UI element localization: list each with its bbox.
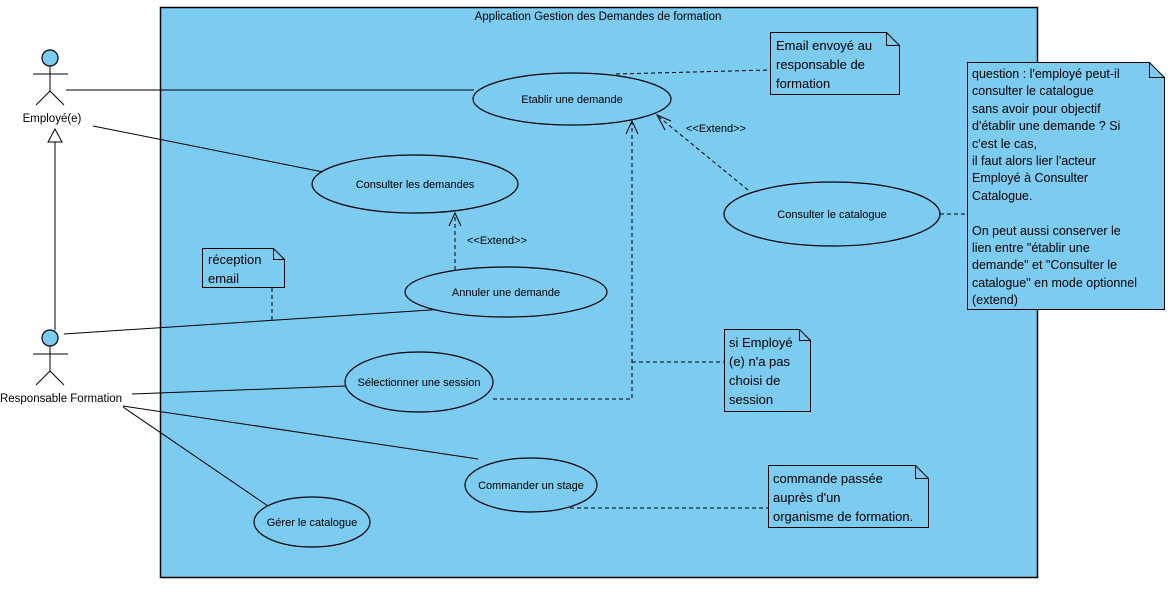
extend-label: <<Extend>> (686, 123, 746, 135)
use-case-consulter-catalogue[interactable]: Consulter le catalogue (723, 181, 941, 247)
actor-label: Responsable Formation (0, 393, 122, 405)
actor-leg-icon (49, 370, 65, 386)
use-case-label: Consulter les demandes (356, 179, 475, 191)
actor-leg-icon (35, 90, 51, 106)
use-case-label: Commander un stage (478, 480, 584, 492)
note-fold-icon (886, 32, 900, 46)
use-case-etablir-demande[interactable]: Etablir une demande (472, 72, 672, 126)
note-fold-icon (1149, 62, 1165, 78)
open-arrowhead-icon (655, 113, 672, 131)
use-case-commander-stage[interactable]: Commander un stage (464, 457, 598, 513)
extend-annuler-consulter-demandes[interactable] (448, 211, 462, 270)
extend-label: <<Extend>> (467, 235, 527, 247)
actor-employee[interactable]: Employé(e) (23, 49, 82, 125)
note-commande[interactable] (768, 465, 929, 528)
extend-catalogue-etablir[interactable] (655, 113, 749, 191)
note-connector-email[interactable] (615, 69, 771, 75)
use-case-label: Sélectionner une session (358, 377, 481, 389)
generalization-manager-employee[interactable] (47, 127, 63, 330)
actor-leg-icon (49, 90, 65, 106)
actor-label: Employé(e) (23, 113, 82, 125)
association-employee-consulter-demandes[interactable] (92, 125, 324, 173)
association-manager-commander[interactable] (122, 405, 479, 460)
actor-head-icon (41, 329, 59, 347)
use-case-consulter-demandes[interactable]: Consulter les demandes (311, 154, 519, 214)
association-manager-annuler[interactable] (63, 308, 446, 335)
open-arrowhead-icon (448, 211, 462, 227)
note-reception[interactable] (202, 248, 285, 288)
association-manager-selectionner[interactable] (131, 385, 347, 395)
extend-dashed-line (493, 122, 633, 400)
use-case-annuler-demande[interactable]: Annuler une demande (404, 266, 608, 318)
extend-dashed-line (658, 116, 749, 191)
use-case-label: Gérer le catalogue (267, 517, 358, 529)
open-arrowhead-icon (625, 119, 639, 135)
note-fold-icon (273, 248, 285, 260)
use-case-gerer-catalogue[interactable]: Gérer le catalogue (253, 496, 371, 548)
use-case-label: Etablir une demande (521, 94, 623, 106)
extend-selectionner-etablir[interactable] (493, 119, 639, 400)
actor-leg-icon (35, 370, 51, 386)
use-case-selectionner-session[interactable]: Sélectionner une session (344, 351, 494, 413)
note-session[interactable] (724, 329, 811, 412)
association-manager-gerer[interactable] (122, 406, 269, 507)
note-email[interactable] (770, 32, 900, 95)
note-fold-icon (915, 465, 929, 479)
generalization-triangle-icon (47, 127, 63, 143)
note-question[interactable] (967, 62, 1165, 310)
actor-head-icon (41, 49, 59, 67)
note-fold-icon (799, 329, 811, 341)
use-case-label: Annuler une demande (452, 287, 560, 299)
system-title: Application Gestion des Demandes de form… (475, 11, 722, 23)
actor-manager[interactable]: Responsable Formation (0, 329, 122, 405)
use-case-label: Consulter le catalogue (777, 209, 886, 221)
